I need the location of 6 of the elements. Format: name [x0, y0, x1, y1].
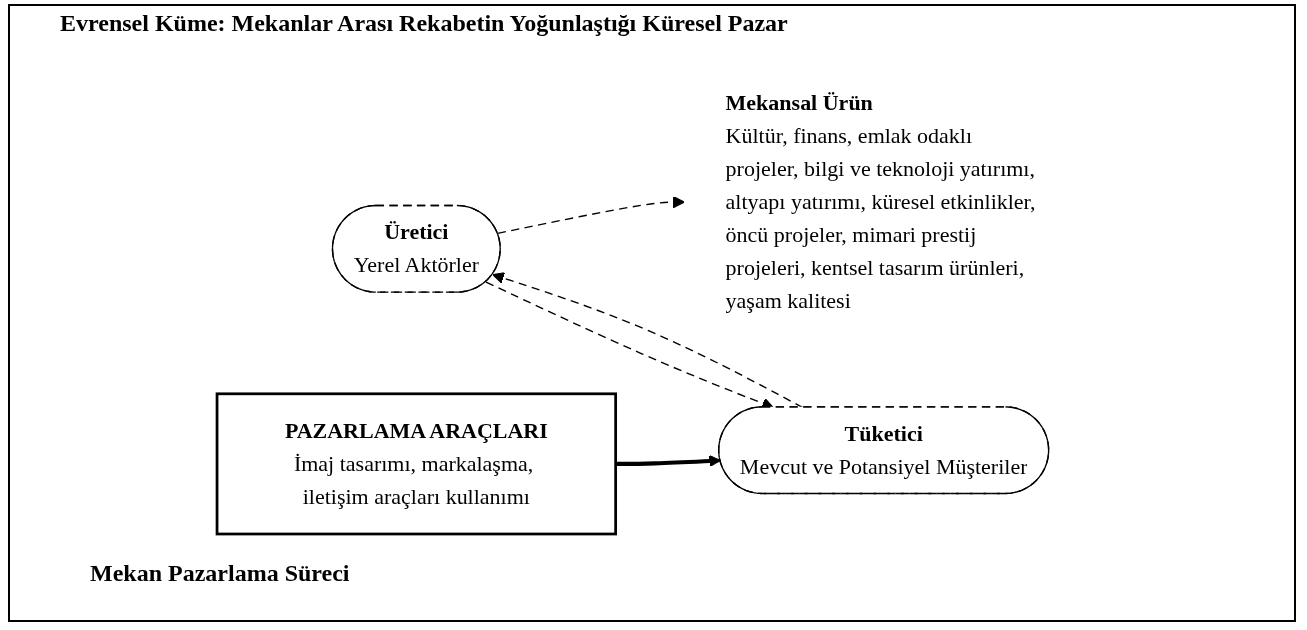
diagram-title: Evrensel Küme: Mekanlar Arası Rekabetin Yoğunlaştığı Küresel Pazar	[60, 10, 788, 37]
diagram-caption: Mekan Pazarlama Süreci	[90, 560, 350, 587]
arrow	[497, 196, 685, 235]
arrow	[615, 455, 721, 468]
node-box: PAZARLAMA ARAÇLARI İmaj tasarımı, markalaşma, iletişim araçları kullanımı	[215, 392, 617, 536]
node-text: Mekansal Ürün Kültür, finans, emlak odaklı projeler, bilgi ve teknoloji yatırımı, altyapı yatırımı, küresel etkinlikler, öncü projeler, mimari prestij projeleri, kentsel tasarım ürünleri, yaşam kalitesi	[725, 90, 1036, 313]
